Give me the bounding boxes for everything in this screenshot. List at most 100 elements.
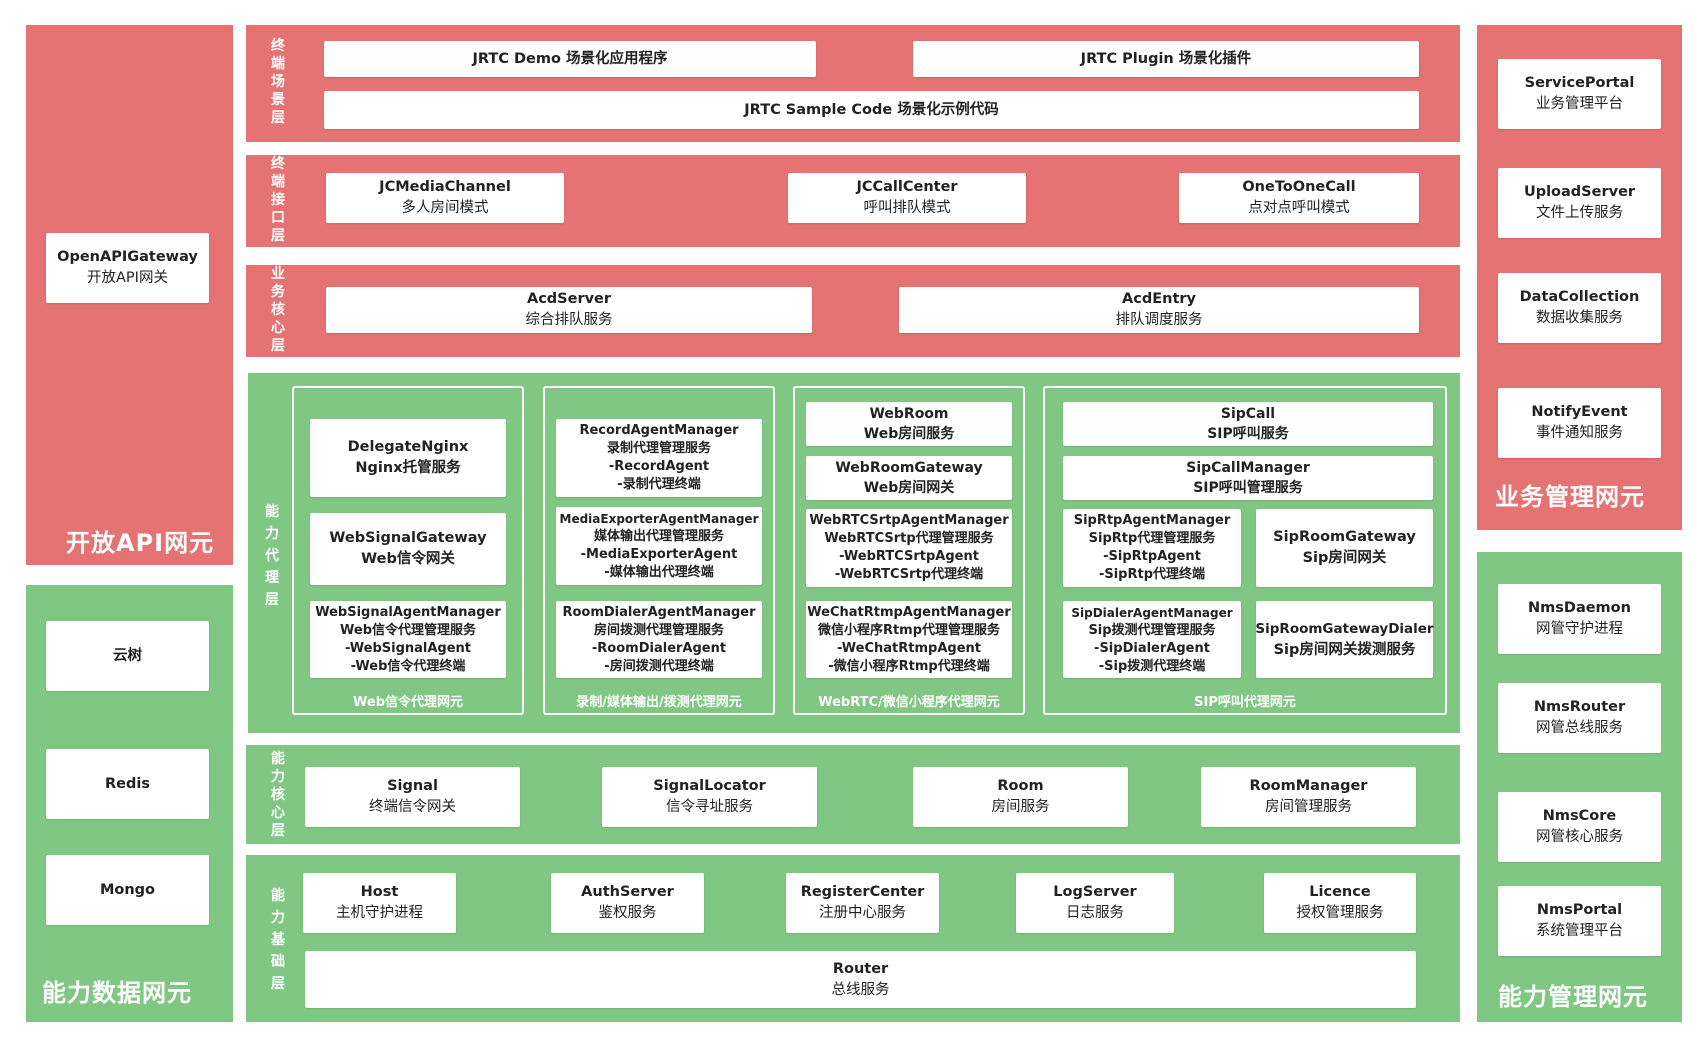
box-line: -WebRTCSrtpAgent	[839, 549, 979, 564]
box-line: -Web信令代理终端	[350, 658, 466, 674]
box-subtitle: 事件通知服务	[1536, 425, 1623, 441]
cap-base-layer-label: 能力基础层	[271, 888, 285, 992]
nmsrouter-box[interactable]: NmsRouter 网管总线服务	[1498, 683, 1661, 753]
box-subtitle: 数据收集服务	[1536, 310, 1623, 326]
box-title: Licence	[1309, 884, 1371, 900]
sipdialeragentmanager-box[interactable]: SipDialerAgentManager Sip拨测代理管理服务 -SipDi…	[1063, 601, 1241, 678]
box-subtitle: 主机守护进程	[336, 905, 423, 921]
jrtc-demo-box[interactable]: JRTC Demo 场景化应用程序	[324, 41, 816, 77]
sip-call-proxy-group: SipCall SIP呼叫服务 SipCallManager SIP呼叫管理服务…	[1043, 386, 1447, 715]
box-subtitle: 开放API网关	[87, 270, 168, 286]
box-title: NmsPortal	[1536, 902, 1623, 918]
websignalgateway-box[interactable]: WebSignalGateway Web信令网关	[310, 513, 506, 585]
authserver-box[interactable]: AuthServer 鉴权服务	[551, 873, 704, 933]
roomdialeragentmanager-box[interactable]: RoomDialerAgentManager 房间拨测代理管理服务 -RoomD…	[556, 601, 762, 678]
jccallcenter-box[interactable]: JCCallCenter 呼叫排队模式	[788, 173, 1026, 223]
box-line: MediaExporterAgentManager	[559, 512, 759, 526]
licence-box[interactable]: Licence 授权管理服务	[1264, 873, 1416, 933]
box-subtitle: 网管守护进程	[1536, 621, 1623, 637]
box-title: UploadServer	[1523, 184, 1636, 200]
box-title: RoomManager	[1249, 778, 1368, 794]
box-title: Mongo	[99, 881, 156, 898]
box-title: SipRoomGateway	[1273, 529, 1416, 545]
webroom-box[interactable]: WebRoom Web房间服务	[806, 402, 1012, 446]
registercenter-box[interactable]: RegisterCenter 注册中心服务	[786, 873, 939, 933]
recordagentmanager-box[interactable]: RecordAgentManager 录制代理管理服务 -RecordAgent…	[556, 419, 762, 497]
box-subtitle: 注册中心服务	[819, 905, 906, 921]
nmsdaemon-box[interactable]: NmsDaemon 网管守护进程	[1498, 584, 1661, 654]
webroomgateway-box[interactable]: WebRoomGateway Web房间网关	[806, 456, 1012, 500]
yunshu-box[interactable]: 云树	[46, 621, 209, 691]
siproomgatewaydialer-box[interactable]: SipRoomGatewayDialer Sip房间网关拨测服务	[1255, 601, 1434, 678]
room-box[interactable]: Room 房间服务	[913, 767, 1128, 827]
box-title: DataCollection	[1519, 289, 1640, 305]
box-title: JCCallCenter	[856, 179, 958, 195]
data-zone-label: 能力数据网元	[42, 979, 192, 1007]
signallocator-box[interactable]: SignalLocator 信令寻址服务	[602, 767, 817, 827]
open-api-zone: OpenAPIGateway 开放API网关 开放API网元	[26, 25, 233, 565]
jrtc-plugin-box[interactable]: JRTC Plugin 场景化插件	[913, 41, 1419, 77]
router-box[interactable]: Router 总线服务	[305, 951, 1416, 1008]
notifyevent-box[interactable]: NotifyEvent 事件通知服务	[1498, 388, 1661, 458]
jrtc-sample-code-box[interactable]: JRTC Sample Code 场景化示例代码	[324, 91, 1419, 129]
box-line: 媒体输出代理管理服务	[593, 529, 724, 544]
box-subtitle: 综合排队服务	[525, 312, 613, 328]
box-line: 房间拨测代理管理服务	[593, 622, 724, 638]
datacollection-box[interactable]: DataCollection 数据收集服务	[1498, 273, 1661, 343]
box-line: -房间拨测代理终端	[604, 658, 714, 674]
jcmediachannel-box[interactable]: JCMediaChannel 多人房间模式	[326, 173, 564, 223]
uploadserver-box[interactable]: UploadServer 文件上传服务	[1498, 168, 1661, 238]
box-line: -SipRtp代理终端	[1098, 567, 1206, 582]
box-title: NmsCore	[1542, 808, 1617, 824]
box-title: Signal	[387, 778, 438, 794]
host-box[interactable]: Host 主机守护进程	[303, 873, 456, 933]
box-title: ServicePortal	[1524, 75, 1635, 91]
sip-call-proxy-group-label: SIP呼叫代理网元	[1194, 695, 1296, 710]
box-title: Router	[832, 960, 889, 977]
interface-layer-label: 终端接口层	[271, 156, 285, 244]
delegatenginx-box[interactable]: DelegateNginx Nginx托管服务	[310, 419, 506, 497]
box-line: -WebSignalAgent	[344, 640, 472, 656]
logserver-box[interactable]: LogServer 日志服务	[1016, 873, 1174, 933]
box-title: JCMediaChannel	[379, 179, 511, 195]
box-subtitle: SIP呼叫服务	[1207, 426, 1289, 442]
acdentry-box[interactable]: AcdEntry 排队调度服务	[899, 287, 1419, 333]
box-title: JRTC Demo 场景化应用程序	[472, 50, 668, 67]
onetoonecall-box[interactable]: OneToOneCall 点对点呼叫模式	[1179, 173, 1419, 223]
biz-mgmt-zone: ServicePortal 业务管理平台 UploadServer 文件上传服务…	[1477, 25, 1682, 530]
proxy-layer: 能力代理层 DelegateNginx Nginx托管服务 WebSignalG…	[248, 373, 1460, 733]
nmscore-box[interactable]: NmsCore 网管核心服务	[1498, 792, 1661, 862]
cap-base-layer: 能力基础层 Host 主机守护进程 AuthServer 鉴权服务 Regist…	[246, 855, 1460, 1022]
box-subtitle: Web房间服务	[863, 426, 955, 442]
roommanager-box[interactable]: RoomManager 房间管理服务	[1201, 767, 1416, 827]
redis-box[interactable]: Redis	[46, 749, 209, 819]
box-subtitle: 房间管理服务	[1265, 799, 1352, 815]
box-line: WebSignalAgentManager	[315, 604, 501, 620]
box-title: OpenAPIGateway	[57, 249, 198, 265]
sipcall-box[interactable]: SipCall SIP呼叫服务	[1063, 402, 1433, 446]
openapigateway-box[interactable]: OpenAPIGateway 开放API网关	[46, 233, 209, 303]
box-line: Web信令代理管理服务	[340, 622, 476, 638]
siproomgateway-box[interactable]: SipRoomGateway Sip房间网关	[1256, 509, 1433, 587]
serviceportal-box[interactable]: ServicePortal 业务管理平台	[1498, 59, 1661, 129]
sipcallmanager-box[interactable]: SipCallManager SIP呼叫管理服务	[1063, 456, 1433, 500]
mediaexporteragentmanager-box[interactable]: MediaExporterAgentManager 媒体输出代理管理服务 -Me…	[556, 507, 762, 585]
web-signal-proxy-group: DelegateNginx Nginx托管服务 WebSignalGateway…	[292, 386, 524, 715]
interface-layer: 终端接口层 JCMediaChannel 多人房间模式 JCCallCenter…	[246, 155, 1460, 247]
wechatrtmpagentmanager-box[interactable]: WeChatRtmpAgentManager 微信小程序Rtmp代理管理服务 -…	[806, 601, 1012, 678]
biz-core-layer-label: 业务核心层	[271, 266, 285, 354]
box-title: NmsDaemon	[1528, 600, 1631, 616]
websignalagentmanager-box[interactable]: WebSignalAgentManager Web信令代理管理服务 -WebSi…	[310, 601, 506, 678]
cap-mgmt-zone: NmsDaemon 网管守护进程 NmsRouter 网管总线服务 NmsCor…	[1477, 552, 1682, 1022]
webrtcsrtpagentmanager-box[interactable]: WebRTCSrtpAgentManager WebRTCSrtp代理管理服务 …	[806, 509, 1012, 587]
web-signal-proxy-group-label: Web信令代理网元	[353, 695, 463, 710]
box-title: OneToOneCall	[1242, 179, 1356, 195]
mongo-box[interactable]: Mongo	[46, 855, 209, 925]
box-title: NotifyEvent	[1531, 404, 1628, 420]
signal-box[interactable]: Signal 终端信令网关	[305, 767, 520, 827]
acdserver-box[interactable]: AcdServer 综合排队服务	[326, 287, 812, 333]
box-subtitle: 点对点呼叫模式	[1248, 200, 1350, 216]
siprtpagentmanager-box[interactable]: SipRtpAgentManager SipRtp代理管理服务 -SipRtpA…	[1063, 509, 1241, 587]
nmsportal-box[interactable]: NmsPortal 系统管理平台	[1498, 886, 1661, 956]
box-line: -SipDialerAgent	[1094, 640, 1210, 656]
